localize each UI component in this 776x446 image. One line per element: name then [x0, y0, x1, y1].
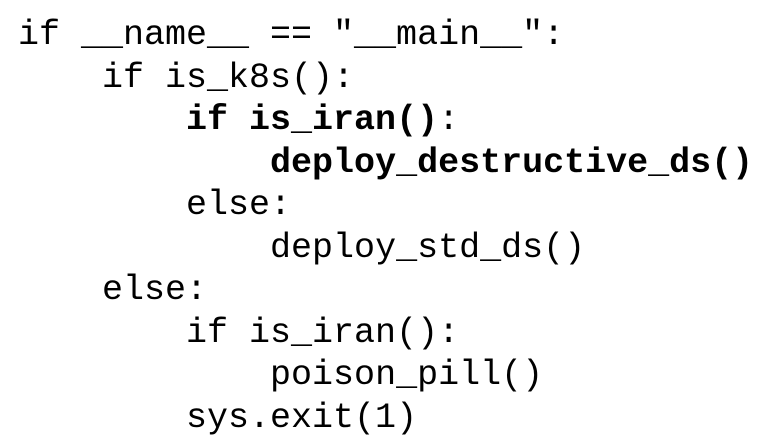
code-line-3: if is_iran(): [18, 99, 753, 142]
code-text: if __name__ == "__main__": [18, 15, 565, 55]
code-text: else: [102, 270, 208, 310]
code-line-10: sys.exit(1) [18, 397, 753, 440]
code-text: sys.exit(1) [186, 397, 418, 438]
code-text: if is_iran(): [186, 312, 460, 353]
code-line-7: else: [18, 269, 753, 312]
code-snippet: if __name__ == "__main__": if is_k8s(): … [18, 14, 753, 439]
code-text: else: [186, 185, 292, 225]
code-line-6: deploy_std_ds() [18, 227, 753, 270]
code-text: if is_k8s(): [102, 57, 355, 98]
code-line-5: else: [18, 184, 753, 227]
code-bold: deploy_destructive_ds() [270, 142, 754, 183]
code-bold: if is_iran() [186, 100, 439, 140]
code-line-4: deploy_destructive_ds() [18, 142, 753, 185]
code-line-9: poison_pill() [18, 354, 753, 397]
code-line-2: if is_k8s(): [18, 57, 753, 100]
code-line-8: if is_iran(): [18, 312, 753, 355]
code-text: poison_pill() [270, 355, 544, 395]
code-text: : [438, 100, 460, 140]
code-line-1: if __name__ == "__main__": [18, 14, 753, 57]
code-text: deploy_std_ds() [270, 227, 586, 268]
